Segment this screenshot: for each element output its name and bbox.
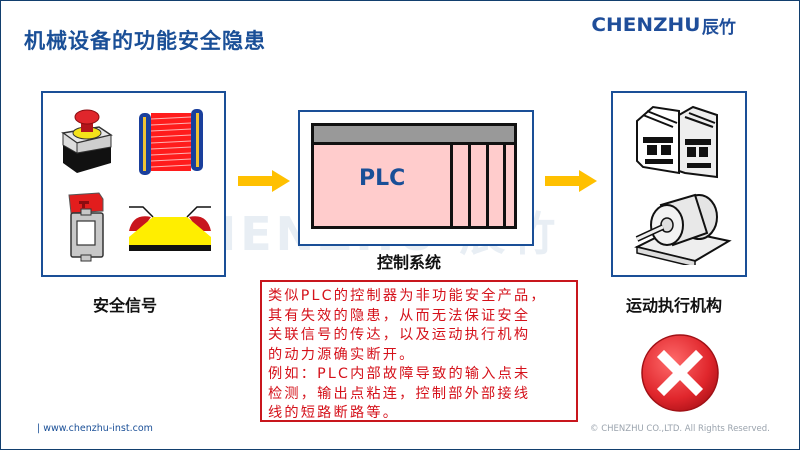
note-line: 的动力源确实断开。 xyxy=(268,346,416,363)
logo-text-cn: 辰竹 xyxy=(701,17,736,38)
actuator-block xyxy=(611,91,747,277)
page-title: 机械设备的功能安全隐患 xyxy=(24,29,266,53)
arrow-right-icon xyxy=(545,170,597,192)
plc-header-bar xyxy=(314,126,514,145)
light-curtain-icon xyxy=(139,109,203,175)
motor-icon xyxy=(634,193,732,265)
contactor-icon xyxy=(636,105,718,179)
note-line: 线的短路断路等。 xyxy=(268,405,400,421)
plc-io-slot xyxy=(486,142,489,226)
safety-signal-label: 安全信号 xyxy=(93,296,158,315)
safety-mat-icon xyxy=(129,206,211,251)
safety-signal-block xyxy=(41,91,226,277)
control-system-block: PLC xyxy=(298,110,534,246)
footer-website-link[interactable]: | www.chenzhu-inst.com xyxy=(37,423,153,434)
footer-copyright: © CHENZHU CO.,LTD. All Rights Reserved. xyxy=(590,424,770,434)
plc-io-slot xyxy=(468,142,471,226)
safety-interlock-switch-icon xyxy=(68,192,104,262)
note-line: 其有失效的隐患，从而无法保证安全 xyxy=(268,307,531,324)
note-line: 例如：PLC内部故障导致的输入点未 xyxy=(268,366,531,382)
note-line: 类似PLC的控制器为非功能安全产品， xyxy=(268,288,547,304)
brand-logo: CHENZHU 辰竹 xyxy=(591,12,736,38)
actuator-label: 运动执行机构 xyxy=(626,296,723,315)
warning-note: 类似PLC的控制器为非功能安全产品， 其有失效的隐患，从而无法保证安全 关联信号… xyxy=(260,280,578,422)
emergency-stop-button-icon xyxy=(61,109,113,173)
note-line: 检测，输出点粘连，控制部外部接线 xyxy=(268,385,531,402)
error-x-icon xyxy=(641,334,719,412)
note-line: 关联信号的传达，以及运动执行机构 xyxy=(268,327,531,343)
logo-text-en: CHENZHU xyxy=(591,14,701,36)
plc-io-slot xyxy=(503,142,506,226)
plc-io-slot xyxy=(450,142,453,226)
arrow-right-icon xyxy=(238,170,290,192)
control-system-label: 控制系统 xyxy=(377,253,442,272)
plc-device: PLC xyxy=(311,123,517,229)
plc-label: PLC xyxy=(359,166,406,191)
